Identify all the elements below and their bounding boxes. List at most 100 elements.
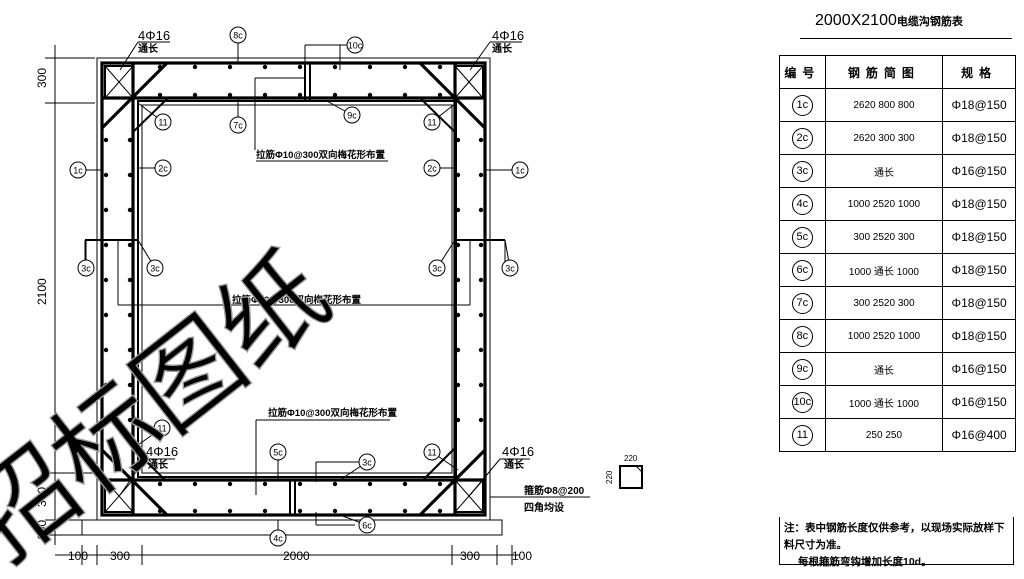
- rebar-dot: [103, 172, 109, 178]
- stirrup-size-w: 220: [624, 454, 638, 463]
- rebar-dot: [437, 92, 443, 98]
- dim-v-2100: 2100: [35, 278, 49, 305]
- dim-h-2000: 2000: [283, 549, 310, 563]
- dim-v-300-top: 300: [35, 68, 49, 88]
- row-id: 9c: [779, 352, 826, 386]
- haunch-bar-br: [418, 448, 487, 517]
- dim-h-100-right: 100: [512, 549, 532, 563]
- rebar-dot: [103, 417, 109, 423]
- rebar-dot: [157, 508, 163, 514]
- watermark: 招标图纸: [0, 232, 350, 579]
- callout-label-8c: 8c: [233, 31, 243, 41]
- row-shape: 300 2520 300: [824, 220, 944, 254]
- callout-11: [423, 113, 441, 131]
- tie-note-bottom: 拉筋Φ10@300双向梅花形布置: [268, 407, 397, 419]
- corner-stirrup-boxes: [104, 65, 484, 513]
- rebar-dot: [437, 64, 443, 70]
- callout-10c: [346, 36, 364, 54]
- callout-7c: [229, 116, 247, 134]
- corner-bar-bl: 4Φ16: [146, 444, 178, 459]
- rebar-dot: [478, 382, 484, 388]
- row-id: 5c: [779, 220, 826, 254]
- table-note: 注：表中钢筋长度仅供参考，以现场实际放样下料尺寸为准。 每根箍筋弯钩增加长度10…: [779, 517, 1014, 568]
- callout-11: [154, 113, 172, 131]
- callout-label-4c: 4c: [273, 534, 283, 544]
- rebar-dot: [455, 417, 461, 423]
- callout-label-11: 11: [157, 424, 166, 434]
- rebar-dot: [455, 382, 461, 388]
- row-spec: Φ18@150: [942, 121, 1016, 155]
- table-title-sub: 电缆沟钢筋表: [896, 16, 963, 28]
- row-shape: 2620 300 300: [824, 121, 944, 155]
- rebar-dot: [103, 382, 109, 388]
- callout-label-7c: 7c: [233, 121, 243, 131]
- note-line-2: 每根箍筋弯钩增加长度10d。: [798, 556, 932, 568]
- haunch-inner-tl: [132, 97, 169, 133]
- callout-label-1c: 1c: [515, 166, 525, 176]
- rebar-dot: [332, 508, 338, 514]
- row-spec: Φ16@150: [942, 352, 1016, 386]
- rebar-dot: [478, 277, 484, 283]
- callout-label-2c: 2c: [427, 164, 437, 174]
- row-spec: Φ16@150: [942, 154, 1016, 188]
- rebar-dots: [103, 64, 484, 514]
- rebar-dot: [127, 417, 133, 423]
- rebar-dot: [478, 242, 484, 248]
- corner-note-tl: 通长: [138, 42, 159, 55]
- rebar-dot: [192, 508, 198, 514]
- trench-outer-outline: [96, 57, 491, 521]
- row-id: 7c: [779, 286, 826, 320]
- rebar-dot: [192, 481, 198, 487]
- rebar-dot: [297, 481, 303, 487]
- callout-label-2c: 2c: [158, 164, 168, 174]
- row-shape: 1000 通长 1000: [824, 253, 944, 287]
- rebar-dot: [262, 508, 268, 514]
- dim-h-300-right: 300: [460, 549, 480, 563]
- rebar-dot: [157, 481, 163, 487]
- callout-9c: [343, 106, 361, 124]
- rebar-dot: [103, 347, 109, 353]
- stirrup-note: 箍筋Φ8@200: [524, 484, 585, 497]
- rebar-dot: [402, 508, 408, 514]
- callout-label-11: 11: [158, 118, 167, 128]
- callout-1c: [69, 161, 87, 179]
- outer-rebar-cage: [100, 61, 487, 517]
- header-shape: 钢筋简图: [824, 55, 944, 89]
- rebar-dot: [455, 172, 461, 178]
- rebar-dot: [127, 382, 133, 388]
- row-shape: 1000 2520 1000: [824, 319, 944, 353]
- row-spec: Φ16@150: [942, 385, 1016, 419]
- row-id: 1c: [779, 88, 826, 122]
- dim-v-100: 100: [35, 520, 49, 540]
- rebar-dot: [103, 242, 109, 248]
- top-splice: [254, 44, 341, 150]
- rebar-dot: [227, 508, 233, 514]
- corner-note-tr: 通长: [492, 42, 513, 55]
- rebar-dot: [127, 312, 133, 318]
- corner-bar-br: 4Φ16: [502, 444, 534, 459]
- stirrup-note-2: 四角均设: [524, 501, 564, 514]
- rebar-dot: [262, 64, 268, 70]
- rebar-dot: [402, 92, 408, 98]
- row-shape: 1000 通长 1000: [824, 385, 944, 419]
- bottom-splice: [289, 461, 370, 526]
- callout-11: [423, 443, 441, 461]
- rebar-dot: [103, 312, 109, 318]
- callout-3c: [77, 259, 95, 277]
- rebar-dot: [455, 242, 461, 248]
- row-spec: Φ16@400: [942, 418, 1016, 452]
- callout-label-3c: 3c: [150, 264, 160, 274]
- callout-8c: [229, 26, 247, 44]
- callout-label-11: 11: [427, 448, 436, 458]
- callout-label-3c: 3c: [362, 458, 372, 468]
- row-id: 2c: [779, 121, 826, 155]
- rebar-dot: [478, 172, 484, 178]
- rebar-dot: [455, 347, 461, 353]
- row-id: 3c: [779, 154, 826, 188]
- rebar-dot: [455, 207, 461, 213]
- rebar-dot: [478, 137, 484, 143]
